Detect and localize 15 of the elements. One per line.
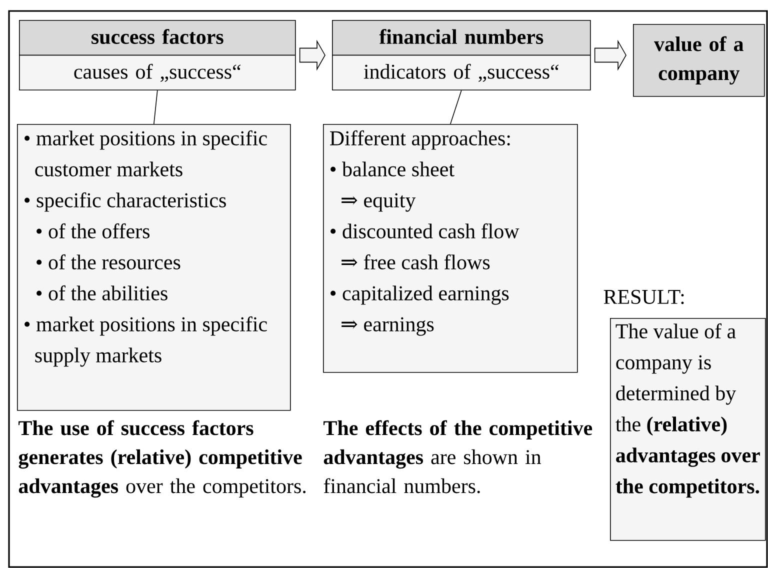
result-box: value of a company [633, 24, 765, 97]
node-label: financial numbers [379, 29, 544, 44]
node-label: success factors [92, 29, 224, 44]
result-box: The value of a company is determined by the (relative) advantages over the competitors. [610, 318, 766, 541]
process-box: success factors causes of „success“ [19, 20, 296, 90]
connector-line [154, 90, 158, 124]
block-arrow [299, 40, 326, 71]
note-text: The use of success factors generates (relative) competitive advantages over the competitors. [18, 420, 306, 498]
connector-line [450, 90, 462, 124]
list-box: Different approaches: • balance sheet ⇒ equity • discounted cash flow ⇒ free cash flows • capitalized earnings ⇒ earnings [323, 124, 578, 373]
list-box: • market positions in specific customer markets • specific characteristics • of the offers • of the resources • of the abilities • market positions in specific supply markets [17, 124, 291, 411]
heading: RESULT: [604, 290, 684, 304]
block-arrow [594, 40, 626, 71]
process-box: financial numbers indicators of „success“ [332, 20, 591, 90]
note-text: The effects of the competitive advantages are shown in financial numbers. [324, 420, 592, 494]
